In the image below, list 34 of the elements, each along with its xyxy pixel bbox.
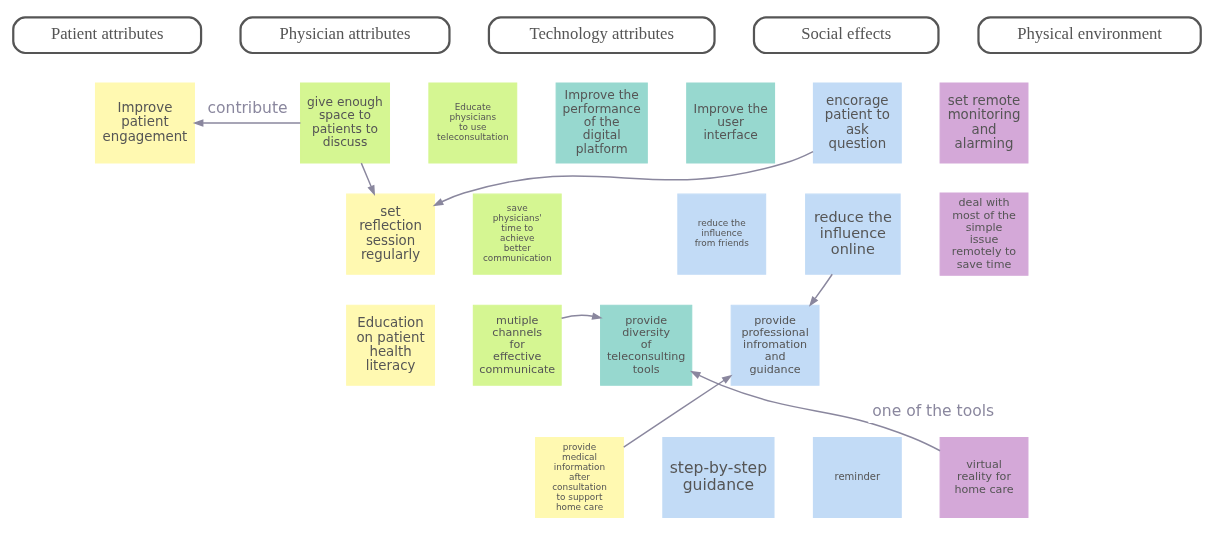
node-box: reminder [812,437,902,519]
node-box: virtual reality for home care [939,437,1029,519]
node-box: Technology attributes [487,16,716,55]
node-box: provide diversity of teleconsulting tools [600,304,693,386]
edge-label: contribute [207,98,288,117]
arrow [360,162,376,196]
node-box: save physicians' time to achieve better communication [472,193,562,275]
node-box: Education on patient health literacy [346,304,435,386]
node-box: Physical environment [977,16,1202,55]
node-box: Physician attributes [239,16,451,55]
node-box: Improve the user interface [686,82,776,164]
edge-label: one of the tools [872,402,995,421]
node-box: encorage patient to ask question [812,82,902,164]
node-box: Improve the performance of the digital platform [555,82,648,164]
node-box: set remote monitoring and alarming [939,82,1029,164]
arrow [192,119,302,127]
node-box: provide professional infromation and guidance [730,304,820,386]
node-box: Patient attributes [12,16,203,55]
node-box: give enough space to patients to discuss [300,82,390,164]
node-box: deal with most of the simple issue remotely to save time [939,192,1029,276]
arrow [689,370,941,452]
node-box: Social effects [752,16,940,55]
arrow [808,273,833,307]
node-box: reduce the influence from friends [677,193,767,275]
node-box: mutiple channels for effective communicate [472,304,562,386]
node-box: Improve patient engagement [94,82,195,164]
node-box: Educate physicians to use teleconsultation [428,82,518,164]
arrow [623,374,733,448]
node-box: provide medical information after consultation to support home care [535,437,624,519]
node-box: set reflection session regularly [346,193,435,275]
arrow [560,312,603,320]
node-box: step-by-step guidance [662,437,775,519]
arrow [432,150,814,207]
node-box: reduce the influence online [805,193,901,275]
